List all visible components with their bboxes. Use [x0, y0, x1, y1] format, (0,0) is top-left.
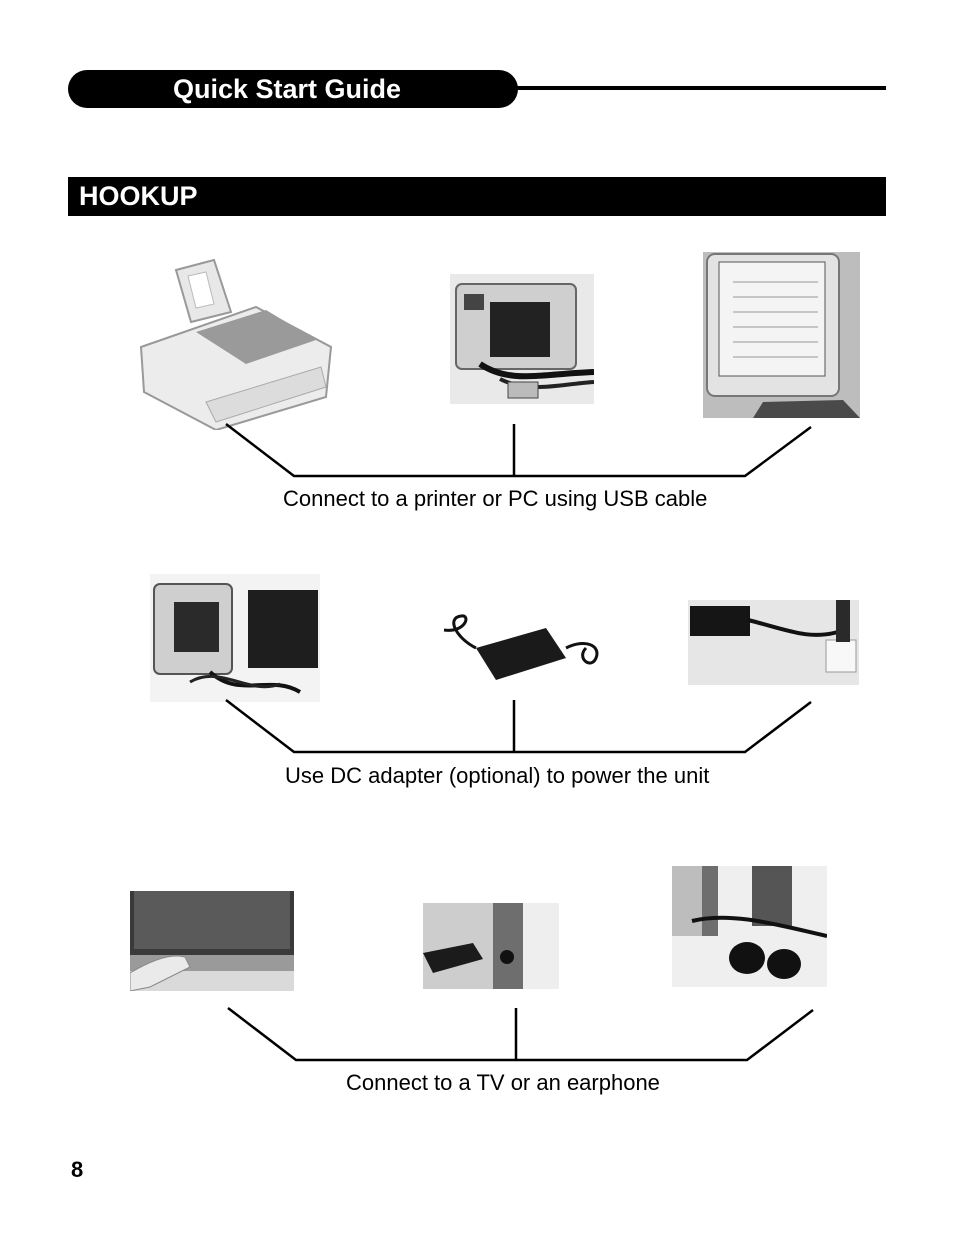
- earphone-photo: [672, 866, 827, 987]
- caption-usb: Connect to a printer or PC using USB cab…: [283, 486, 708, 511]
- pc-monitor-photo: [703, 252, 860, 418]
- adapter-wall-outlet-photo: [688, 600, 859, 685]
- page-number: 8: [71, 1157, 84, 1182]
- header-title: Quick Start Guide: [173, 74, 402, 104]
- printer-photo: [136, 252, 338, 430]
- section-bar: HOOKUP: [68, 177, 886, 216]
- header-rule: [516, 86, 886, 90]
- caption-tv-earphone: Connect to a TV or an earphone: [346, 1070, 660, 1095]
- camera-usb-cable-photo: [450, 274, 594, 404]
- section-title: HOOKUP: [79, 181, 198, 211]
- header-pill: Quick Start Guide: [68, 70, 518, 108]
- caption-dc-adapter: Use DC adapter (optional) to power the u…: [285, 763, 710, 788]
- dc-adapter-photo: [436, 608, 606, 690]
- connector-group-2: [225, 699, 812, 754]
- connector-group-3: [227, 1007, 814, 1062]
- connector-group-1: [225, 423, 812, 478]
- camera-with-adapter-photo: [150, 574, 320, 702]
- tv-connection-photo: [130, 891, 294, 991]
- av-jack-photo: [423, 903, 559, 989]
